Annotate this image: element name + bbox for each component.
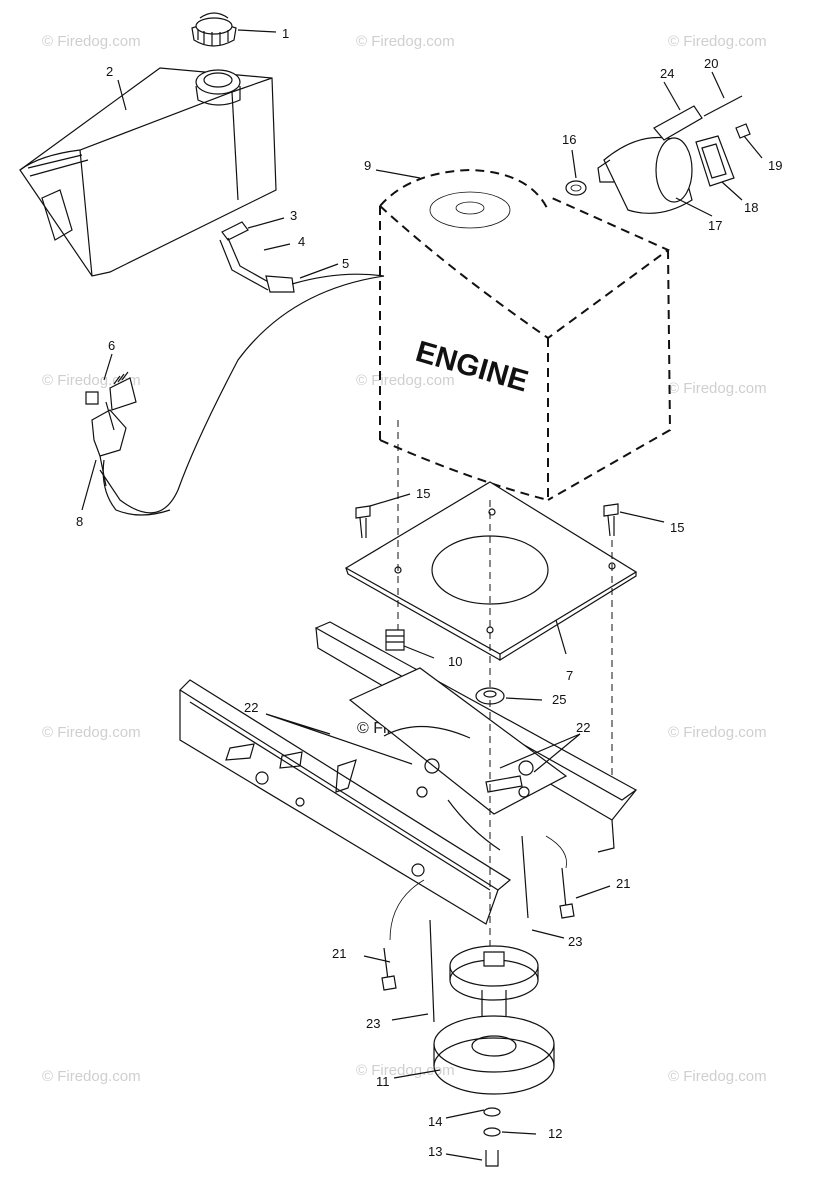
frame-rails <box>179 621 638 925</box>
callout-11: 11 <box>376 1074 390 1089</box>
callout-23-right: 23 <box>568 934 582 949</box>
callout-10: 10 <box>448 654 462 669</box>
watermark-11: © Firedog.com <box>356 1062 455 1079</box>
callout-25: 25 <box>552 692 566 707</box>
callout-15-right: 15 <box>670 520 684 535</box>
callout-19: 19 <box>768 158 782 173</box>
fuel-tank <box>19 67 277 277</box>
callout-15-left: 15 <box>416 486 430 501</box>
watermark-1: © Firedog.com <box>42 33 141 50</box>
callout-17: 17 <box>708 218 722 233</box>
callout-13: 13 <box>428 1144 442 1159</box>
watermark-6: © Firedog.com <box>668 380 767 397</box>
watermark-12: © Firedog.com <box>668 1068 767 1085</box>
leader-lines <box>81 29 763 1161</box>
callout-4: 4 <box>298 234 305 249</box>
callout-18: 18 <box>744 200 758 215</box>
pulley-assembly <box>433 945 555 1095</box>
fuel-cap <box>191 12 237 47</box>
callout-6: 6 <box>108 338 115 353</box>
muffler-assembly <box>565 95 751 214</box>
callout-7: 7 <box>566 668 573 683</box>
watermark-9: © Firedog.com <box>668 724 767 741</box>
callout-24: 24 <box>660 66 674 81</box>
lower-bolts <box>381 700 575 1023</box>
callout-23-left: 23 <box>366 1016 380 1031</box>
fuel-hose-assembly <box>99 221 385 514</box>
engine-block: ENGINE <box>379 168 672 501</box>
callout-14: 14 <box>428 1114 442 1129</box>
watermark-2: © Firedog.com <box>356 33 455 50</box>
callout-5: 5 <box>342 256 349 271</box>
callout-2: 2 <box>106 64 113 79</box>
callout-3: 3 <box>290 208 297 223</box>
watermark-3: © Firedog.com <box>668 33 767 50</box>
callout-9: 9 <box>364 158 371 173</box>
callout-16: 16 <box>562 132 576 147</box>
throttle-control <box>85 371 171 516</box>
callout-21-left: 21 <box>332 946 346 961</box>
watermark-7: © Firedog.com <box>42 724 141 741</box>
callout-22-right: 22 <box>576 720 590 735</box>
engine-label: ENGINE <box>412 335 532 398</box>
engine-bolts <box>355 420 619 780</box>
callout-20: 20 <box>704 56 718 71</box>
watermark-10: © Firedog.com <box>42 1068 141 1085</box>
callout-22-left: 22 <box>244 700 258 715</box>
engine-mount-plate <box>344 481 638 662</box>
callout-12: 12 <box>548 1126 562 1141</box>
callout-8: 8 <box>76 514 83 529</box>
pulley-hardware <box>483 1107 501 1167</box>
callout-numbers: 1 2 3 4 5 6 7 8 9 10 11 12 13 14 15 15 1… <box>76 26 782 1159</box>
callout-1: 1 <box>282 26 289 41</box>
callout-21-right: 21 <box>616 876 630 891</box>
